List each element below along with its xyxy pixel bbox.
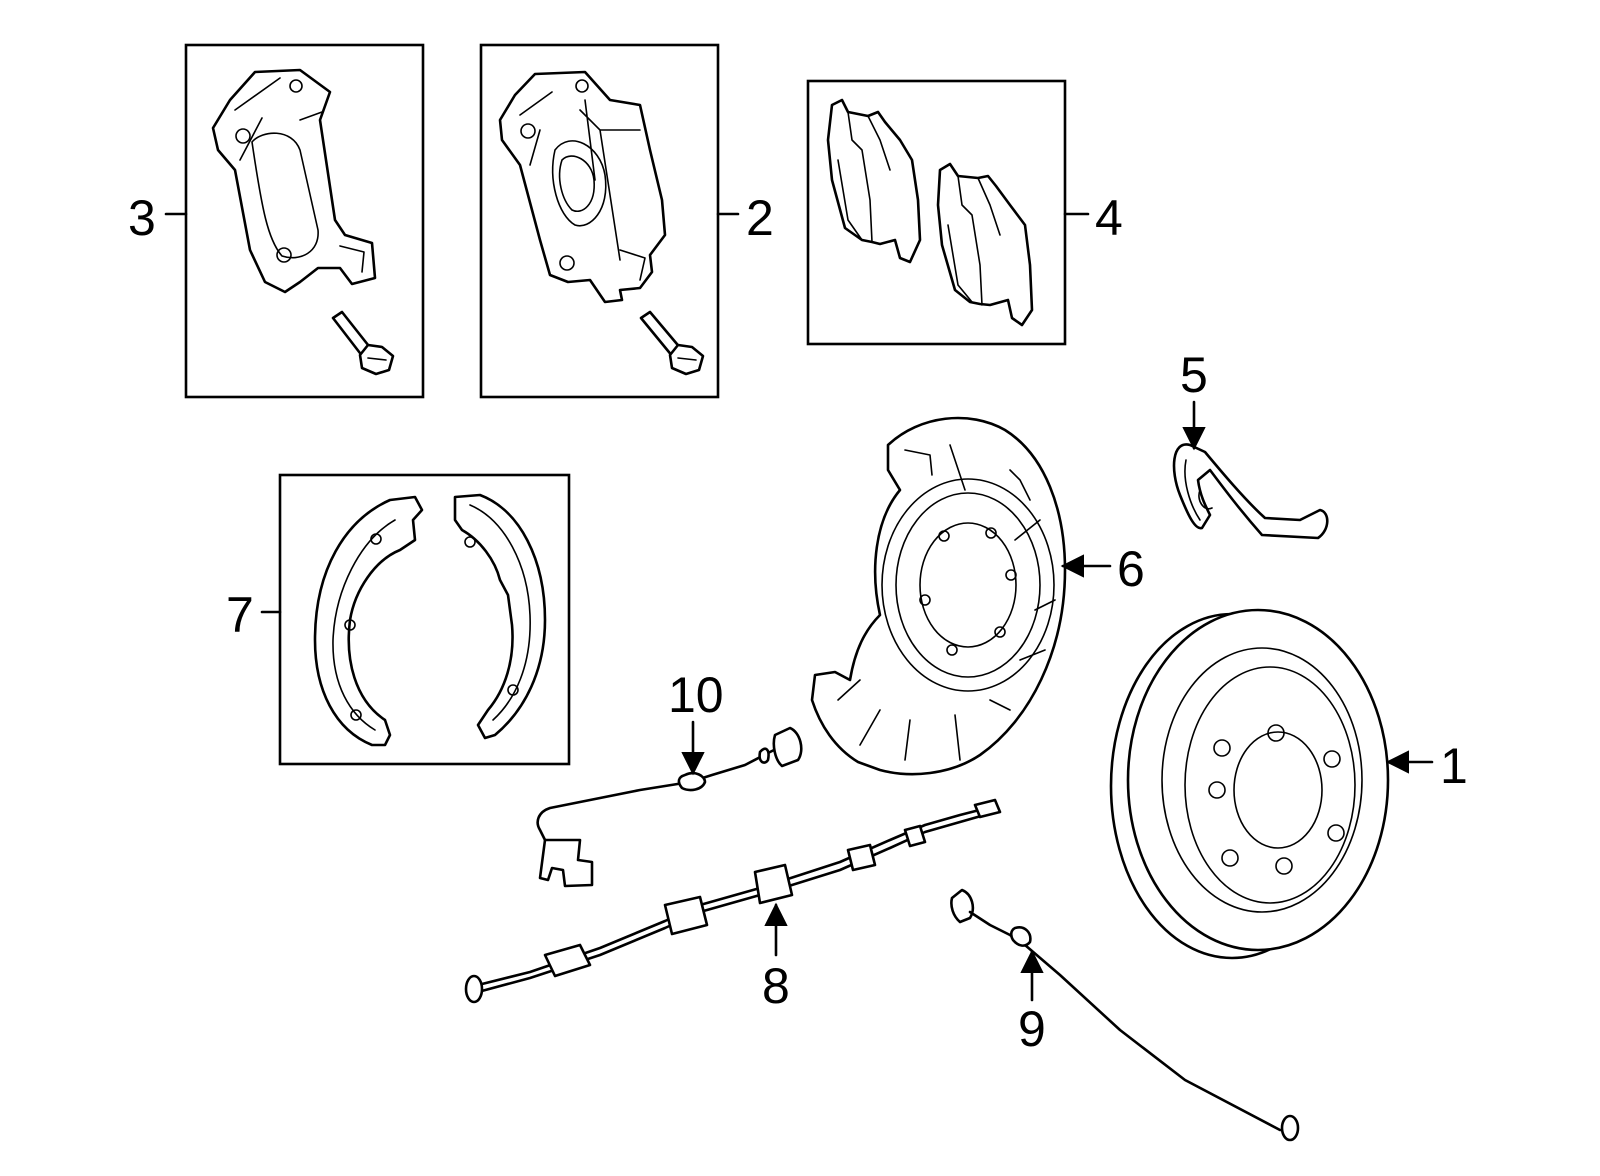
callout-9-label: 9 bbox=[1018, 1001, 1046, 1057]
part-2-caliper[interactable] bbox=[479, 43, 720, 399]
part-5-clip[interactable] bbox=[1172, 443, 1329, 540]
part-7-box bbox=[278, 473, 571, 766]
callout-10-label: 10 bbox=[668, 667, 724, 723]
callout-7-label: 7 bbox=[226, 587, 254, 643]
callout-1: 1 bbox=[1385, 738, 1468, 794]
callout-4: 4 bbox=[1063, 190, 1123, 246]
callout-4-label: 4 bbox=[1095, 190, 1123, 246]
callout-7: 7 bbox=[226, 587, 282, 643]
part-2-box bbox=[479, 43, 720, 399]
callout-5: 5 bbox=[1180, 347, 1208, 451]
part-1-brake-rotor[interactable] bbox=[1109, 608, 1390, 960]
callout-2-label: 2 bbox=[746, 190, 774, 246]
part-3-caliper-bracket[interactable] bbox=[184, 43, 425, 399]
callout-2: 2 bbox=[716, 190, 774, 246]
part-3-box bbox=[184, 43, 425, 399]
callout-6-label: 6 bbox=[1117, 541, 1145, 597]
callout-8: 8 bbox=[762, 902, 790, 1014]
part-4-box bbox=[806, 79, 1067, 346]
callout-3-label: 3 bbox=[128, 190, 156, 246]
part-10-wear-sensor[interactable] bbox=[536, 726, 803, 888]
part-6-dust-shield[interactable] bbox=[810, 416, 1067, 776]
callout-1-label: 1 bbox=[1440, 738, 1468, 794]
callout-5-label: 5 bbox=[1180, 347, 1208, 403]
callout-10: 10 bbox=[668, 667, 724, 776]
part-4-brake-pads[interactable] bbox=[806, 79, 1067, 346]
part-7-parking-brake-shoes[interactable] bbox=[278, 473, 571, 766]
callout-8-label: 8 bbox=[762, 958, 790, 1014]
callout-6: 6 bbox=[1060, 541, 1145, 597]
part-8-parking-brake-cable[interactable] bbox=[464, 798, 1002, 1004]
callout-9: 9 bbox=[1018, 949, 1046, 1057]
callout-3: 3 bbox=[128, 190, 188, 246]
